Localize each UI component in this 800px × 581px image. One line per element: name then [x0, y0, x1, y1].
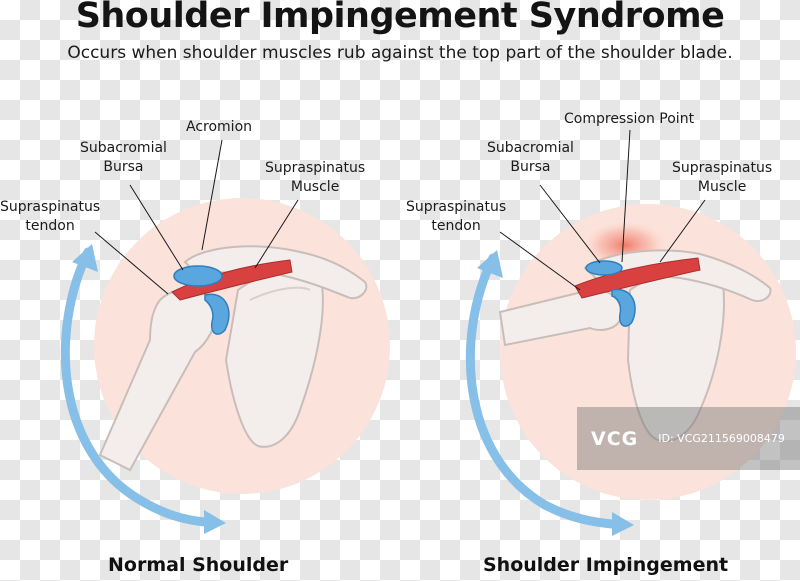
- watermark: VCG ID: VCG211569008479: [577, 407, 800, 470]
- label-subacromial-bursa-left: Subacromial Bursa: [80, 139, 167, 177]
- page-title: Shoulder Impingement Syndrome: [75, 0, 725, 36]
- label-line: Supraspinatus: [265, 160, 366, 176]
- label-line: Subacromial: [487, 140, 574, 156]
- watermark-logo: VCG: [591, 427, 639, 450]
- label-supraspinatus-muscle-right: Supraspinatus Muscle: [672, 159, 772, 197]
- label-line: tendon: [25, 218, 75, 234]
- normal-subacromial-bursa: [173, 265, 223, 287]
- label-supraspinatus-tendon-right: Supraspinatus tendon: [406, 198, 506, 236]
- label-line: Supraspinatus: [406, 199, 507, 215]
- label-line: Bursa: [103, 159, 144, 175]
- label-line: Supraspinatus: [672, 160, 773, 176]
- impingement-subacromial-bursa: [585, 260, 623, 276]
- caption-normal-shoulder: Normal Shoulder: [108, 554, 289, 576]
- label-line: Supraspinatus: [0, 199, 101, 215]
- label-line: Muscle: [697, 179, 747, 195]
- page-subtitle: Occurs when shoulder muscles rub against…: [67, 43, 733, 63]
- watermark-id: ID: VCG211569008479: [658, 432, 785, 445]
- label-supraspinatus-tendon-left: Supraspinatus tendon: [0, 198, 100, 236]
- label-line: tendon: [431, 218, 481, 234]
- impingement-shoulder-illustration: [465, 129, 796, 536]
- label-supraspinatus-muscle-left: Supraspinatus Muscle: [265, 159, 365, 197]
- caption-shoulder-impingement: Shoulder Impingement: [483, 554, 729, 576]
- label-line: Bursa: [510, 159, 551, 175]
- normal-shoulder-illustration: [60, 139, 390, 534]
- label-acromion: Acromion: [186, 119, 253, 135]
- label-compression-point: Compression Point: [564, 111, 695, 127]
- label-line: Subacromial: [80, 140, 167, 156]
- normal-rotation-arrow: [60, 247, 210, 527]
- impingement-rotation-arrow: [465, 253, 617, 529]
- label-subacromial-bursa-right: Subacromial Bursa: [487, 139, 574, 177]
- label-line: Muscle: [290, 179, 340, 195]
